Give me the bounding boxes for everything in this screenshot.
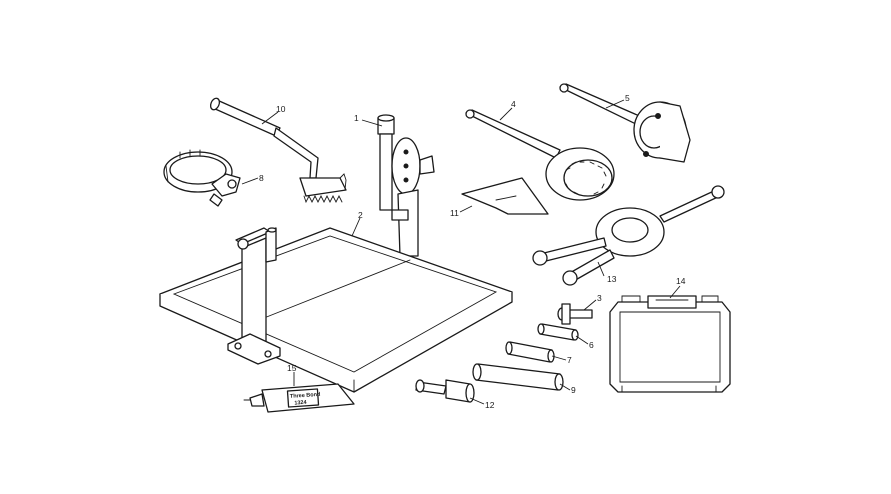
callout-8: 8 [259,173,264,183]
tube-label-line1: Three Bond [290,392,321,400]
leader-1 [361,119,383,127]
callout-6: 6 [589,340,594,350]
leader-7 [551,355,567,361]
leader-6 [575,335,589,345]
callout-12: 12 [485,400,495,410]
leader-8 [241,177,259,185]
leader-12 [469,397,485,405]
leader-4 [499,107,513,121]
tube-label-line2: 1324 [294,400,308,407]
callout-2: 2 [358,210,363,220]
leader-lines [241,99,681,405]
part-9-pin [472,363,564,391]
part-1-stand [377,114,435,257]
callout-11: 11 [450,208,459,218]
callout-9: 9 [571,385,576,395]
part-4-spanner [465,109,615,201]
part-12-tool [415,379,475,403]
callouts: 1 2 3 4 5 6 7 8 9 10 11 12 13 14 15 [259,93,686,410]
callout-5: 5 [625,93,630,103]
callout-10: 10 [276,104,286,114]
part-14-case [609,295,731,393]
leader-9 [559,383,571,391]
part-8-clamp-band [163,149,241,207]
leader-14 [669,285,681,299]
part-5-wrench [559,83,691,163]
leader-10 [261,111,279,125]
part-13-clamp [532,185,725,286]
part-3-pin [557,303,593,325]
leader-13 [597,261,605,277]
part-15-sealant-tube: Three Bond 1324 [243,383,355,413]
leader-3 [583,299,597,311]
callout-13: 13 [607,274,617,284]
part-6-pin [537,323,579,341]
leader-11 [459,205,473,213]
part-2-tray [159,227,513,393]
callout-1: 1 [354,113,359,123]
leader-5 [605,99,625,109]
leader-2 [351,217,361,237]
callout-4: 4 [511,99,516,109]
callout-14: 14 [676,276,686,286]
part-10-comb-tool [209,97,347,204]
callout-15: 15 [287,363,297,373]
part-11-plate [461,177,549,215]
callout-3: 3 [597,293,602,303]
callout-7: 7 [567,355,572,365]
part-7-pin [505,341,555,363]
